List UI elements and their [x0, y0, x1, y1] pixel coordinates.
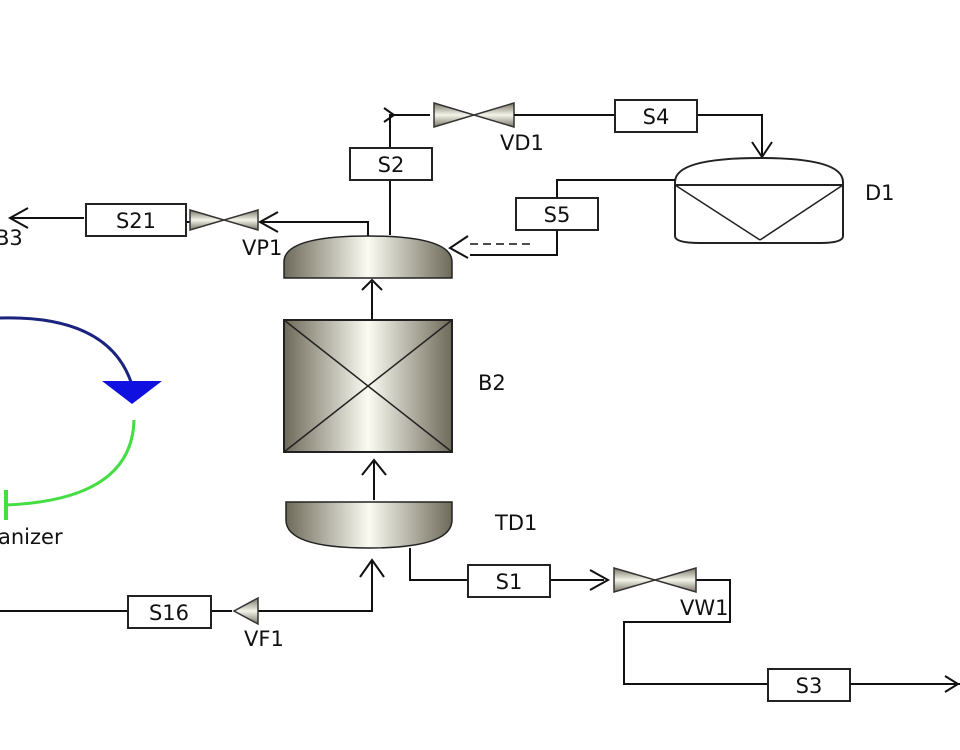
- line-bottoms[interactable]: [409, 548, 960, 693]
- line-td1-to-b2[interactable]: [361, 458, 387, 500]
- stream-s3[interactable]: S3: [767, 668, 851, 702]
- organizer-label: anizer: [0, 525, 63, 549]
- line-vd1-to-d1[interactable]: [514, 114, 773, 159]
- line-s5[interactable]: [448, 179, 675, 259]
- valve-vf1-label: VF1: [244, 627, 284, 651]
- valve-vd1[interactable]: [433, 101, 515, 129]
- organizer-blue-arc: [0, 316, 134, 386]
- stream-s2-label: S2: [378, 153, 405, 177]
- valve-vp1-label: VP1: [242, 236, 282, 260]
- line-feed[interactable]: [0, 558, 385, 612]
- stream-s21[interactable]: S21: [85, 203, 187, 237]
- stream-s3-label: S3: [796, 674, 823, 698]
- drum-d1[interactable]: [674, 156, 844, 244]
- stream-s21-label: S21: [116, 209, 156, 233]
- stream-s4[interactable]: S4: [614, 99, 698, 133]
- stream-s1-label: S1: [496, 570, 523, 594]
- valve-vw1[interactable]: [613, 566, 697, 594]
- stream-s2[interactable]: S2: [349, 147, 433, 181]
- stream-s16[interactable]: S16: [127, 595, 212, 629]
- drum-d1-label: D1: [865, 181, 895, 205]
- line-vp1-to-b3[interactable]: [7, 207, 369, 236]
- organizer-arrow-marker: [102, 381, 162, 404]
- stream-s4-label: S4: [643, 105, 670, 129]
- valve-vd1-label: VD1: [500, 131, 544, 155]
- valve-vf1[interactable]: [232, 596, 259, 626]
- line-b2-to-top-head[interactable]: [361, 278, 383, 320]
- column-b2-label: B2: [478, 371, 506, 395]
- stream-s1[interactable]: S1: [467, 564, 551, 598]
- valve-vw1-label: VW1: [680, 596, 729, 620]
- drum-td1[interactable]: [285, 501, 453, 549]
- line-s2-to-vd1[interactable]: [383, 107, 430, 235]
- drum-td1-label: TD1: [494, 511, 537, 535]
- stream-s16-label: S16: [149, 601, 189, 625]
- stream-s5-label: S5: [544, 203, 571, 227]
- valve-vp1[interactable]: [189, 208, 259, 232]
- organizer-green-arc: [5, 419, 136, 507]
- organizer-loop[interactable]: [0, 316, 162, 520]
- block-b3-label: B3: [0, 226, 23, 250]
- stream-s5[interactable]: S5: [515, 197, 599, 231]
- column-b2[interactable]: [283, 319, 453, 453]
- column-top-head[interactable]: [283, 235, 453, 279]
